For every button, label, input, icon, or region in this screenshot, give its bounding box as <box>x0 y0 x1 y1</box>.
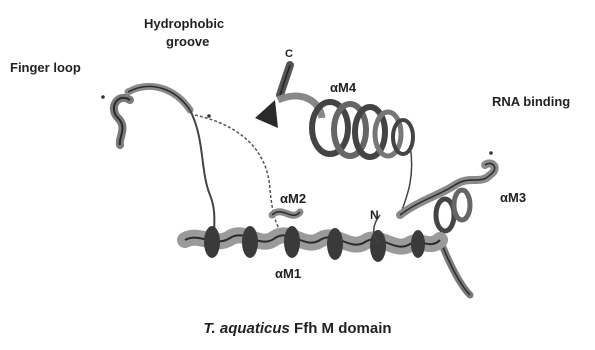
helix-m2-label: αM2 <box>280 191 306 207</box>
caption-domain-text: Ffh M domain <box>290 320 392 337</box>
helix-m1-label: αM1 <box>275 266 301 282</box>
rna-binding-label: RNA binding <box>492 94 570 110</box>
helix-m3-ribbon <box>400 163 495 295</box>
hydrophobic-groove-label-line2: groove <box>166 34 209 50</box>
helix-m1-ribbon <box>185 215 440 262</box>
hydrophobic-groove-label-line1: Hydrophobic <box>144 16 224 32</box>
marker-dot <box>207 114 211 118</box>
helix-m3-label: αM3 <box>500 190 526 206</box>
c-terminus-label: C <box>285 46 293 62</box>
marker-dot <box>489 151 493 155</box>
figure-caption: T. aquaticus Ffh M domain <box>0 320 595 337</box>
helix-m4-label: αM4 <box>330 80 356 96</box>
n-terminus-label: N <box>370 207 379 223</box>
caption-species: T. aquaticus <box>203 320 289 337</box>
marker-dot <box>101 95 105 99</box>
finger-loop-ribbon <box>114 86 215 250</box>
finger-loop-label: Finger loop <box>10 60 81 76</box>
helix-m2-ribbon <box>272 212 300 216</box>
